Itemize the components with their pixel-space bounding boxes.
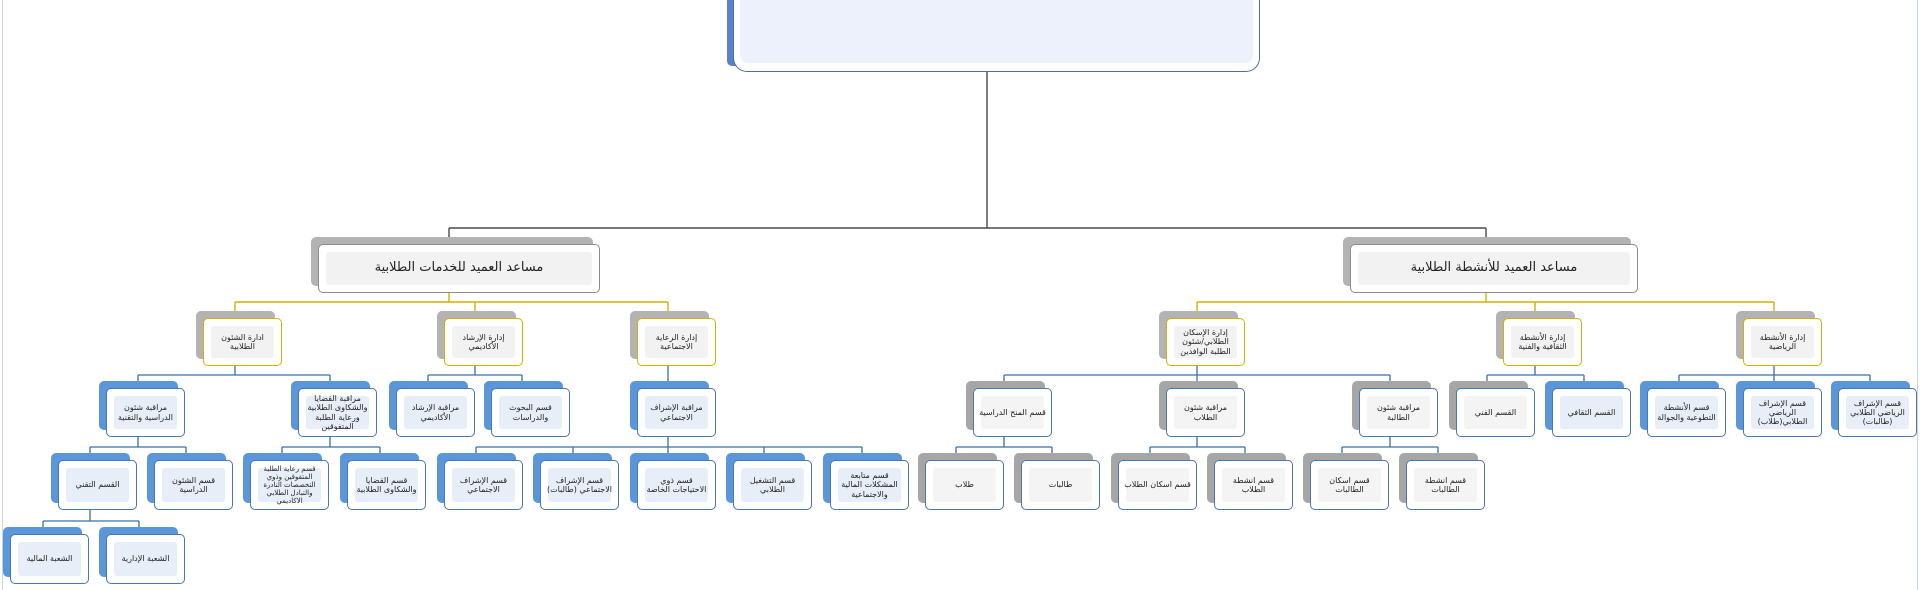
study-dept-node: قسم الشئون الدراسية	[147, 453, 233, 510]
gifted-dept-node: قسم رعاية الطلبة المتفوقين وذوي التخصصات…	[243, 453, 329, 510]
connector-cultural	[1486, 366, 1585, 388]
employment-dept-node: قسم التشغيل الطلابي	[726, 453, 812, 510]
students-affairs-monitor-node: مراقبة شئون الطلاب	[1159, 381, 1245, 437]
connector-services	[234, 293, 669, 318]
volunteer-dept-node: قسم الأنشطة التطوعية والجوالة	[1640, 381, 1726, 437]
dept-cultural-node: إدارة الأنشطة الثقافية والفنية	[1496, 311, 1582, 366]
connector-technical	[42, 510, 140, 534]
social-supervision-female-dept-node: قسم الإشراف الاجتماعي (طالبات)	[533, 453, 619, 510]
female-housing-dept-node: قسم اسكان الطالبات	[1303, 453, 1389, 510]
admin-division-node: الشعبة الإدارية	[99, 527, 185, 584]
male-activities-dept-node: قسم انشطة الطلاب	[1207, 453, 1293, 510]
connector-top	[448, 72, 1487, 244]
complaints-dept-node: قسم القضايا والشكاوى الطلابية	[340, 453, 426, 510]
male-housing-dept-node: قسم اسكان الطلاب	[1111, 453, 1197, 510]
connector-guidance	[427, 366, 523, 388]
technical-dept-node: القسم التقني	[51, 453, 137, 510]
culture-dept-node: القسم الثقافي	[1545, 381, 1631, 437]
study-affairs-monitor-node: مراقبة شئون الدراسية والتقنية	[99, 381, 185, 437]
dept-guidance-node: إدارة الإرشاد الأكاديمي	[437, 311, 523, 366]
connector-students-monitor	[1149, 437, 1246, 460]
connector-scholarships	[955, 437, 1053, 460]
dept-social-node: إدارة الرعاية الاجتماعية	[630, 311, 716, 366]
special-needs-dept-node: قسم ذوي الاحتياجات الخاصة	[630, 453, 716, 510]
assistant-services-node: مساعد العميد للخدمات الطلابية	[311, 237, 600, 293]
finance-division-node: الشعبة المالية	[3, 527, 89, 584]
frame-left-edge	[2, 0, 3, 590]
top-node	[727, 0, 1260, 72]
connector-study-monitor	[89, 437, 187, 460]
frame-right-edge	[1917, 0, 1918, 590]
female-students-node: طالبات	[1014, 453, 1100, 510]
dept-housing-node: إدارة الإسكان الطلابي/شئون الطلبة الوافد…	[1159, 311, 1245, 366]
male-students-node: طلاب	[918, 453, 1004, 510]
connector-affairs	[137, 366, 331, 388]
financial-dept-node: قسم متابعة المشكلات المالية والاجتماعية	[823, 453, 909, 510]
sport-male-dept-node: قسم الإشراف الرياضي الطلابي(طلاب)	[1736, 381, 1822, 437]
connector-complaints-monitor	[281, 437, 381, 460]
connector-activities	[1196, 293, 1775, 318]
social-monitor-node: مراقبة الإشراف الاجتماعي	[630, 381, 716, 437]
guidance-monitor-node: مراقبة الإرشاد الأكاديمي	[389, 381, 475, 437]
arts-dept-node: القسم الفني	[1449, 381, 1535, 437]
female-activities-dept-node: قسم انشطة الطالبات	[1399, 453, 1485, 510]
dept-sports-node: إدارة الأنشطة الرياضية	[1736, 311, 1822, 366]
research-dept-node: قسم البحوث والدراسات	[484, 381, 570, 437]
dept-affairs-node: ادارة الشئون الطلابية	[196, 311, 282, 366]
scholarships-dept-node: قسم المنح الدراسية	[966, 381, 1052, 437]
sport-female-dept-node: قسم الإشراف الرياضي الطلابي (طالبات)	[1831, 381, 1917, 437]
complaints-monitor-node: مراقبة القضايا والشكاوى الطلابية ورعاية …	[291, 381, 377, 437]
connector-female-monitor	[1341, 437, 1439, 460]
assistant-activities-node: مساعد العميد للأنشطة الطلابية	[1343, 237, 1638, 293]
female-affairs-monitor-node: مراقبة شئون الطالبة	[1352, 381, 1438, 437]
social-supervision-dept-node: قسم الإشراف الاجتماعي	[437, 453, 523, 510]
